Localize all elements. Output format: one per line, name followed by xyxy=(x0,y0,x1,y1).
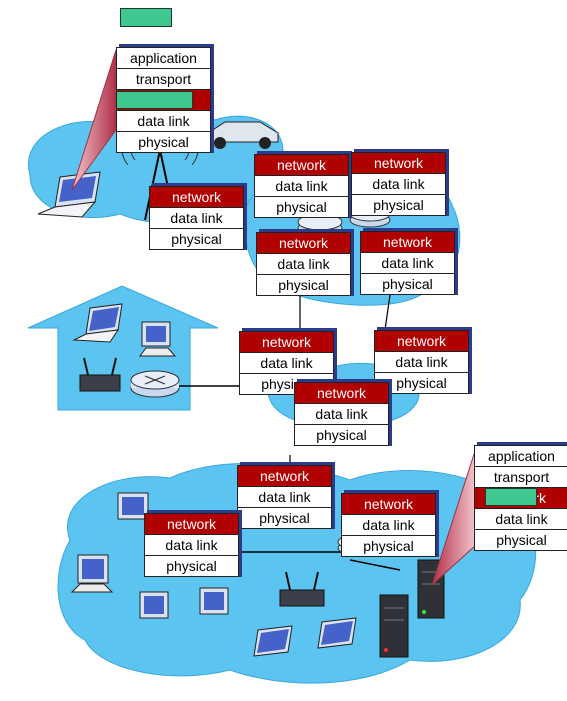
router-stack-core-3: network data link physical xyxy=(256,232,351,296)
enterprise-desktop-icon-3 xyxy=(139,591,169,619)
transport-layer: transport xyxy=(475,466,567,487)
home-desktop-icon xyxy=(139,321,177,357)
enterprise-laptop-icon-2 xyxy=(317,617,357,649)
physical-layer: physical xyxy=(361,273,454,294)
network-layer: network xyxy=(257,233,350,253)
router-stack-regional-right: network data link physical xyxy=(374,330,469,394)
data-link-layer: data link xyxy=(255,175,348,196)
datagram-packet-in-stack xyxy=(117,91,193,109)
physical-layer: physical xyxy=(255,196,348,217)
network-layer: network xyxy=(240,332,333,352)
router-stack-core-2: network data link physical xyxy=(351,152,446,216)
network-layer: network xyxy=(342,494,435,514)
router-stack-core-1: network data link physical xyxy=(254,154,349,218)
data-link-layer: data link xyxy=(117,110,210,131)
router-stack-enterprise-left: network data link physical xyxy=(144,513,239,577)
data-link-layer: data link xyxy=(352,173,445,194)
data-link-layer: data link xyxy=(145,534,238,555)
network-layer: network xyxy=(475,487,567,508)
data-link-layer: data link xyxy=(295,403,388,424)
home-router-icon xyxy=(130,370,180,398)
datagram-packet-at-server xyxy=(485,488,537,506)
data-link-layer: data link xyxy=(257,253,350,274)
network-layer: network xyxy=(150,187,243,207)
data-link-layer: data link xyxy=(240,352,333,373)
router-stack-regional: network data link physical xyxy=(294,382,389,446)
network-layer: network xyxy=(238,466,331,486)
physical-layer: physical xyxy=(295,424,388,445)
physical-layer: physical xyxy=(257,274,350,295)
physical-layer: physical xyxy=(475,529,567,550)
router-stack-enterprise-edge: network data link physical xyxy=(237,465,332,529)
transport-layer: transport xyxy=(117,68,210,89)
network-layer: network xyxy=(145,514,238,534)
server-protocol-stack: application transport network data link … xyxy=(474,445,567,551)
application-layer: application xyxy=(475,446,567,466)
datagram-packet xyxy=(120,8,172,27)
enterprise-desktop-icon-4 xyxy=(199,587,229,615)
network-layer: network xyxy=(361,232,454,252)
network-layer: network xyxy=(352,153,445,173)
data-link-layer: data link xyxy=(375,351,468,372)
data-link-layer: data link xyxy=(238,486,331,507)
home-laptop-icon xyxy=(72,303,123,343)
network-layer xyxy=(117,89,210,110)
home-network-house xyxy=(27,285,219,411)
data-link-layer: data link xyxy=(342,514,435,535)
router-stack-cell: network data link physical xyxy=(149,186,244,250)
physical-layer: physical xyxy=(238,507,331,528)
data-link-layer: data link xyxy=(475,508,567,529)
application-layer: application xyxy=(117,48,210,68)
physical-layer: physical xyxy=(117,131,210,152)
server-icon-2 xyxy=(417,559,445,619)
network-layer: network xyxy=(255,155,348,175)
host-protocol-stack: application transport data link physical xyxy=(116,47,211,153)
data-link-layer: data link xyxy=(150,207,243,228)
laptop-icon xyxy=(37,171,101,218)
enterprise-laptop-icon-1 xyxy=(253,625,293,657)
car-icon xyxy=(204,121,279,149)
physical-layer: physical xyxy=(145,555,238,576)
network-layer: network xyxy=(295,383,388,403)
physical-layer: physical xyxy=(150,228,243,249)
physical-layer: physical xyxy=(342,535,435,556)
home-access-point-icon xyxy=(79,357,121,392)
link-enterprise-2 xyxy=(349,559,401,571)
router-stack-core-4: network data link physical xyxy=(360,231,455,295)
network-layer: network xyxy=(375,331,468,351)
physical-layer: physical xyxy=(375,372,468,393)
data-link-layer: data link xyxy=(361,252,454,273)
enterprise-desktop-icon-2 xyxy=(70,554,114,593)
enterprise-access-point-icon xyxy=(279,571,325,607)
physical-layer: physical xyxy=(352,194,445,215)
router-stack-enterprise-right: network data link physical xyxy=(341,493,436,557)
server-icon-1 xyxy=(379,594,409,658)
enterprise-desktop-icon-1 xyxy=(117,492,149,520)
